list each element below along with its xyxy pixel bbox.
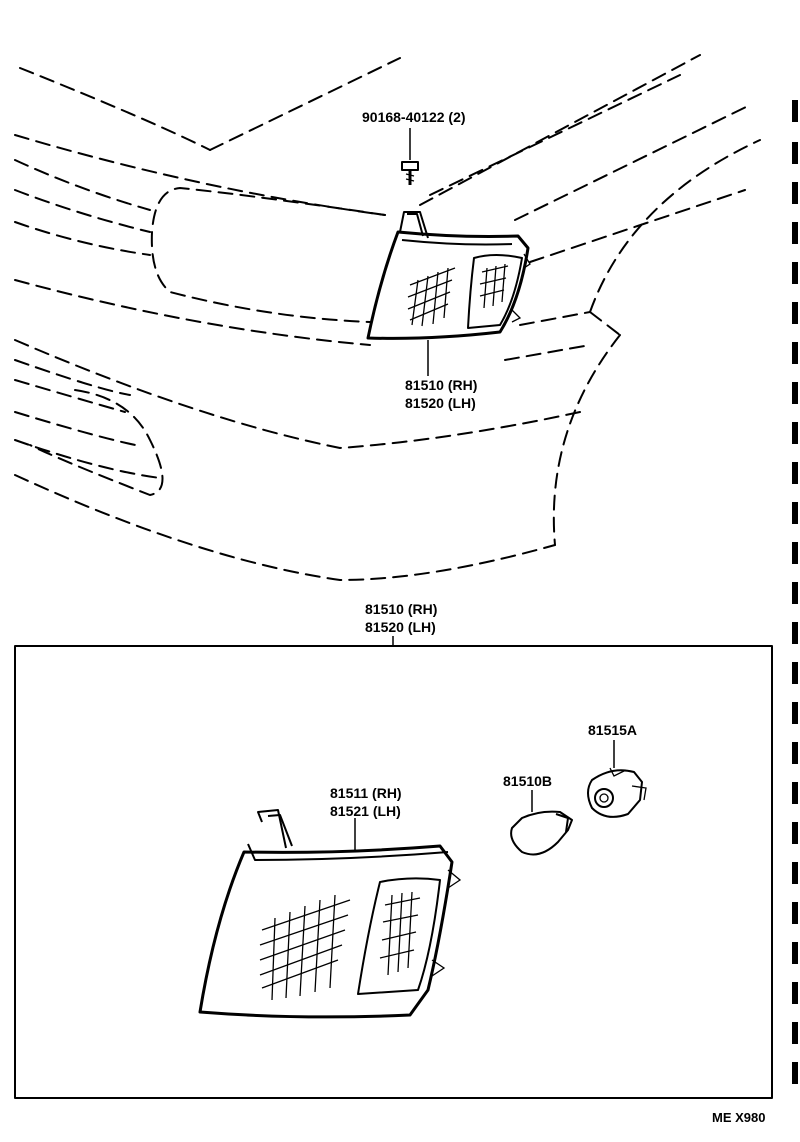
socket-label: 81515A [588,722,637,738]
vehicle-body-outline [14,54,761,582]
screw-fastener [401,128,419,185]
bulb-label: 81510B [503,773,552,789]
lens-grid-pattern [259,891,421,1001]
installed-turn-signal-lamp [366,211,531,376]
bulb-component [510,790,573,856]
lens-rh-label: 81511 (RH) [330,785,402,801]
lamp-assy-lh-label-box: 81520 (LH) [365,619,436,635]
diagram-reference-code: ME X980 [712,1110,765,1125]
lamp-grid-pattern [407,263,509,327]
socket-component [587,740,647,818]
lamp-assy-rh-label-box: 81510 (RH) [365,601,437,617]
lamp-assy-rh-label-top: 81510 (RH) [405,377,477,393]
lamp-lens-housing [198,809,462,1019]
lamp-assy-lh-label-top: 81520 (LH) [405,395,476,411]
lens-lh-label: 81521 (LH) [330,803,401,819]
exploded-view-frame [14,645,773,1099]
edge-scan-marks [792,100,798,1084]
screw-part-number: 90168-40122 (2) [362,109,466,125]
